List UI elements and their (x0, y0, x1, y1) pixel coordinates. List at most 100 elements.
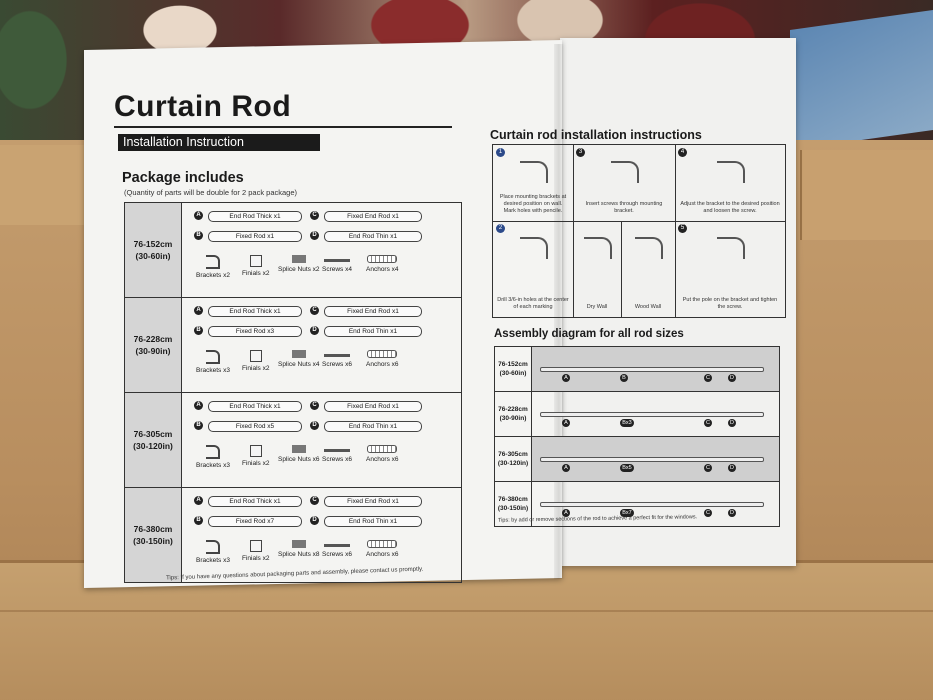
hardware-part-label: Anchors x6 (366, 456, 399, 463)
assembly-letter-c: C (704, 509, 712, 517)
rod-part: Fixed Rod x1 (208, 231, 302, 242)
hardware-part: Splice Nuts x4 (278, 350, 320, 368)
step-illustration (717, 237, 745, 259)
hardware-part: Finials x2 (242, 255, 269, 277)
install-step: Dry Wall (573, 221, 622, 318)
step-text: Adjust the bracket to the desired positi… (680, 201, 780, 214)
hardware-part-label: Finials x2 (242, 555, 270, 562)
rod-letter-badge: C (310, 496, 319, 505)
assembly-letter-c: C (704, 374, 712, 382)
rod-letter-badge: D (310, 421, 319, 430)
package-table: 76-152cm (30-60in) A End Rod Thick x1 B Fixed… (124, 202, 462, 583)
hardware-part: Anchors x6 (366, 445, 399, 463)
step-illustration (635, 237, 663, 259)
assembly-size-cm: 76-305cm (498, 451, 528, 458)
assembly-size-in: (30-120in) (497, 460, 529, 467)
rod-part: Fixed Rod x5 (208, 421, 302, 432)
package-size-cell: 76-380cm(30-150in) (125, 488, 182, 582)
assembly-letter-a: A (562, 464, 570, 472)
step-number-badge: 1 (496, 148, 505, 157)
rod-part: End Rod Thick x1 (208, 306, 302, 317)
screw-icon (323, 354, 350, 357)
hardware-part: Brackets x3 (196, 445, 230, 469)
anchor-icon (367, 540, 398, 548)
package-size-cm: 76-152cm (133, 239, 173, 249)
rod-part: Fixed Rod x7 (208, 516, 302, 527)
assembly-letter-b: Bx3 (620, 419, 634, 427)
hardware-part: Brackets x3 (196, 350, 230, 374)
assembly-letter-d: D (728, 419, 736, 427)
rod-letter-badge: A (194, 306, 203, 315)
screw-icon (323, 544, 350, 547)
step-number-badge: 2 (496, 224, 505, 233)
hardware-part-label: Splice Nuts x6 (278, 456, 320, 463)
rod-letter-badge: A (194, 401, 203, 410)
hardware-part-label: Brackets x3 (196, 462, 230, 469)
nut-icon (291, 255, 306, 263)
assembly-letter-c: C (704, 464, 712, 472)
finial-icon (249, 445, 262, 457)
package-size-in: (30-60in) (135, 251, 171, 261)
nut-icon (291, 350, 306, 358)
step-text: Wood Wall (634, 304, 662, 310)
hardware-part: Brackets x3 (196, 540, 230, 564)
rod-letter-badge: B (194, 326, 203, 335)
assembly-size-in: (30-60in) (499, 370, 527, 377)
hardware-part: Finials x2 (242, 540, 269, 562)
title-rule (114, 126, 452, 128)
package-subheading: (Quantity of parts will be double for 2 … (124, 188, 298, 197)
hardware-part: Splice Nuts x8 (278, 540, 320, 558)
hardware-part-label: Finials x2 (242, 270, 270, 277)
hardware-part-label: Splice Nuts x4 (278, 361, 320, 368)
anchor-icon (367, 255, 398, 263)
rod-letter-badge: D (310, 326, 319, 335)
screw-icon (323, 259, 350, 262)
assembly-size-cell: 76-305cm (30-120in) (495, 437, 532, 481)
assembly-heading: Assembly diagram for all rod sizes (494, 328, 684, 340)
hardware-part: Finials x2 (242, 445, 269, 467)
package-size-cm: 76-228cm (133, 334, 173, 344)
hardware-part: Screws x6 (322, 350, 352, 368)
hardware-part-label: Splice Nuts x8 (278, 551, 320, 558)
hardware-part-label: Anchors x6 (366, 361, 399, 368)
assembly-size-in: (30-90in) (499, 415, 527, 422)
screw-icon (323, 449, 350, 452)
anchor-icon (367, 445, 398, 453)
nut-icon (291, 445, 306, 453)
assembly-letter-a: A (562, 419, 570, 427)
hardware-part-label: Screws x6 (322, 456, 352, 463)
hardware-part: Anchors x6 (366, 350, 399, 368)
hardware-part: Screws x6 (322, 540, 352, 558)
hardware-part-label: Anchors x4 (366, 266, 399, 273)
hardware-part-label: Screws x6 (322, 361, 352, 368)
rod-letter-badge: C (310, 306, 319, 315)
step-illustration (584, 237, 612, 259)
rod-letter-badge: C (310, 401, 319, 410)
step-illustration (520, 237, 548, 259)
bracket-icon (205, 445, 220, 459)
install-heading: Curtain rod installation instructions (490, 128, 702, 142)
hardware-part: Splice Nuts x6 (278, 445, 320, 463)
rod-part: End Rod Thin x1 (324, 421, 422, 432)
package-size-in: (30-90in) (135, 346, 171, 356)
rod-letter-badge: B (194, 231, 203, 240)
rod-part: End Rod Thin x1 (324, 516, 422, 527)
rod-part: Fixed End Rod x1 (324, 496, 422, 507)
hardware-part-label: Finials x2 (242, 460, 270, 467)
rod-letter-badge: B (194, 421, 203, 430)
instruction-sheet: Curtain Rod Installation Instruction Pac… (84, 38, 796, 589)
install-step: Wood Wall (621, 221, 676, 318)
assembly-letter-b: Bx7 (620, 509, 634, 517)
rod-part: End Rod Thin x1 (324, 231, 422, 242)
